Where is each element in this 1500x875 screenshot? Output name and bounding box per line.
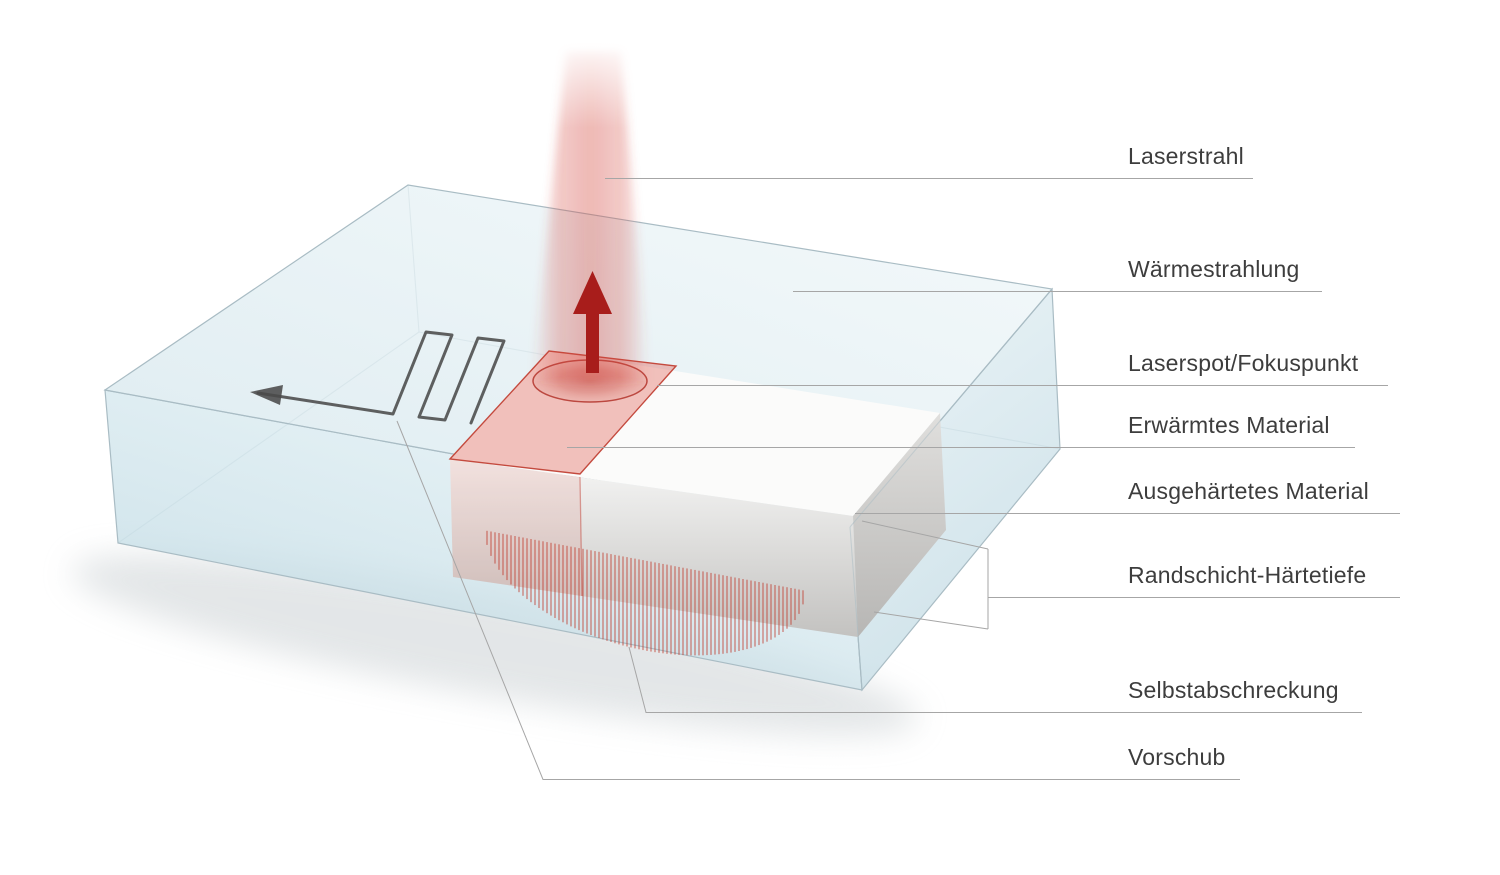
heated-zone-front-edge xyxy=(579,476,583,597)
feed-arrow-icon xyxy=(250,385,283,405)
label-laserstrahl: Laserstrahl xyxy=(1128,143,1244,169)
laser-beam xyxy=(532,50,649,381)
label-erwaermtes-material: Erwärmtes Material xyxy=(1128,412,1330,438)
label-randschicht-haertetiefe: Randschicht-Härtetiefe xyxy=(1128,562,1367,588)
hardening-depth-hatch xyxy=(486,530,804,656)
heated-zone-front xyxy=(450,459,582,596)
ground-shadow xyxy=(71,554,919,736)
label-vorschub: Vorschub xyxy=(1128,744,1226,770)
block-right-face xyxy=(853,413,946,637)
label-laserspot-fokuspunkt: Laserspot/Fokuspunkt xyxy=(1128,350,1359,376)
feed-path-line xyxy=(256,330,506,425)
block-front-face xyxy=(450,459,858,637)
measure-bracket xyxy=(861,520,989,630)
laser-beam-fade xyxy=(520,38,665,128)
label-selbstabschreckung: Selbstabschreckung xyxy=(1128,677,1339,703)
label-ausgehaertetes-material: Ausgehärtetes Material xyxy=(1128,478,1369,504)
glass-edge-overlay xyxy=(849,288,1053,691)
leader-vorschub xyxy=(396,420,1240,780)
leader-lines xyxy=(396,178,1400,780)
feed-path xyxy=(250,330,506,425)
heat-arrow-icon xyxy=(573,271,612,373)
leader-selbstabschreckung xyxy=(628,646,1362,713)
label-waermestrahlung: Wärmestrahlung xyxy=(1128,256,1300,282)
